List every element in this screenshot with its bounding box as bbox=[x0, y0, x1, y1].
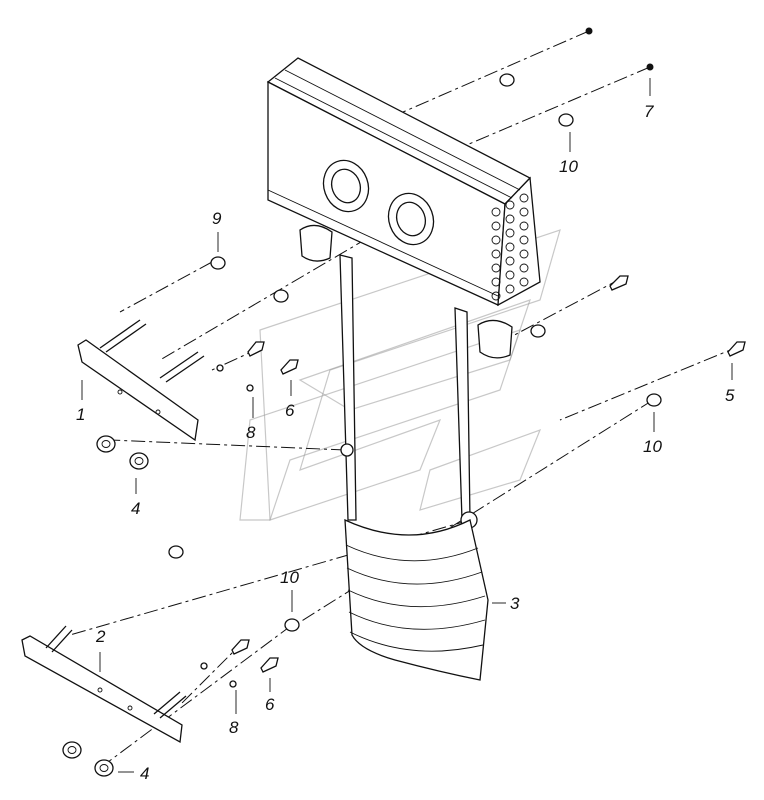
part-5-6-bolts bbox=[231, 275, 746, 673]
part-4-nuts bbox=[62, 435, 149, 777]
callout-3: 3 bbox=[510, 594, 520, 613]
leader-lines bbox=[81, 78, 733, 773]
part-2-bracket bbox=[21, 625, 187, 744]
callout-10-right: 10 bbox=[643, 437, 662, 456]
callout-10-middle: 10 bbox=[280, 568, 299, 587]
callout-4-upper: 4 bbox=[131, 499, 140, 518]
callout-8-lower: 8 bbox=[229, 718, 239, 737]
callout-8-upper: 8 bbox=[246, 423, 256, 442]
callout-5: 5 bbox=[725, 386, 735, 405]
callout-6-lower: 6 bbox=[265, 695, 275, 714]
callout-1: 1 bbox=[76, 405, 85, 424]
part-7-caps bbox=[585, 27, 654, 71]
callout-10-top: 10 bbox=[559, 157, 578, 176]
callout-4-lower: 4 bbox=[140, 764, 149, 783]
watermark-logo bbox=[239, 229, 561, 521]
part-3-main-assembly bbox=[266, 57, 541, 681]
part-8-washers bbox=[200, 364, 254, 688]
part-9-10-washers bbox=[168, 73, 662, 632]
hole-grid bbox=[491, 193, 529, 301]
callout-9: 9 bbox=[212, 209, 222, 228]
callout-6-upper: 6 bbox=[285, 401, 295, 420]
callout-7: 7 bbox=[644, 102, 654, 121]
callout-labels: 1 2 3 4 4 5 6 6 7 8 8 9 10 10 10 bbox=[76, 102, 735, 783]
callout-2: 2 bbox=[95, 627, 106, 646]
part-1-bracket bbox=[77, 319, 205, 442]
